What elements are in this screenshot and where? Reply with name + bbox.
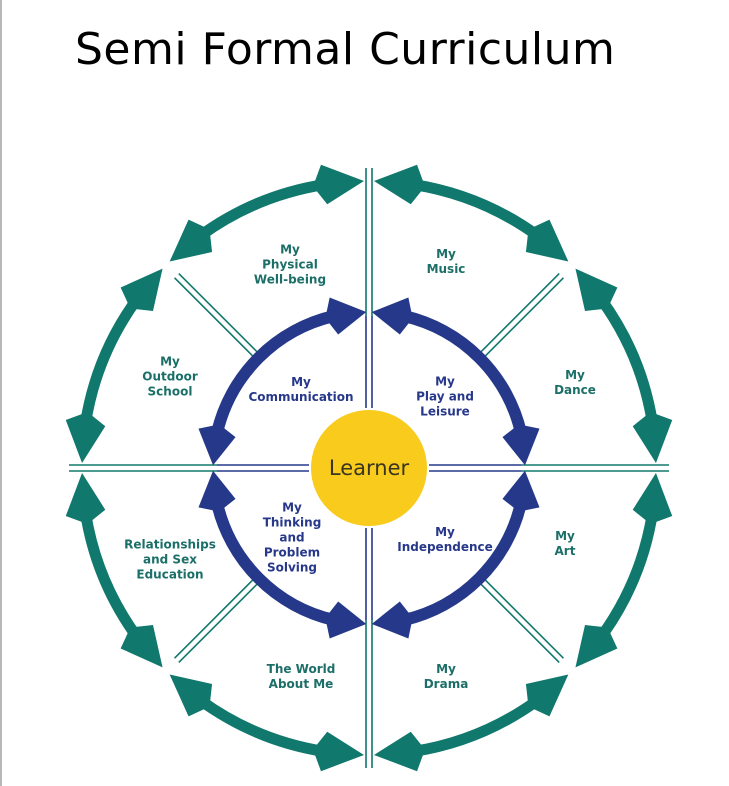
outer-arrow-arc [596, 512, 658, 640]
outer-divider-line [178, 272, 260, 355]
inner-arrow-arrowhead-icon [198, 424, 236, 466]
outer-arrow-arrowhead-icon [525, 219, 569, 262]
inner-area-independence: My Independence [397, 525, 493, 554]
outer-arrow-arc [413, 179, 541, 241]
inner-arrow-arc [211, 501, 336, 626]
inner-arrow-arrowhead-icon [371, 297, 413, 335]
inner-area-thinking-problem-solving: My Thinking and Problem Solving [262, 500, 322, 575]
outer-divider-line [478, 581, 560, 664]
outer-divider-line [173, 277, 256, 359]
outer-arrow-arrowhead-icon [313, 731, 364, 772]
outer-arrow-arc [413, 695, 541, 757]
inner-arrow-arrowhead-icon [325, 297, 367, 335]
inner-area-communication: My Communication [248, 375, 354, 404]
outer-area-dance: My Dance [554, 368, 596, 397]
outer-arrow-arrowhead-icon [525, 674, 569, 717]
outer-area-art: My Art [554, 529, 576, 558]
outer-arrow-arrowhead-icon [575, 268, 618, 312]
outer-area-physical-wellbeing: My Physical Well-being [253, 242, 327, 287]
outer-divider-line [178, 581, 260, 664]
outer-arrow-arrowhead-icon [632, 412, 673, 463]
learner-circle [311, 410, 427, 526]
outer-arrow-arc [596, 296, 658, 424]
inner-arrow-arrowhead-icon [502, 424, 540, 466]
outer-arrow-arrowhead-icon [120, 268, 163, 312]
outer-divider-line [478, 272, 560, 355]
outer-arrow-arrowhead-icon [374, 164, 425, 205]
inner-arrow-arc [211, 310, 336, 435]
outer-arrow-arrowhead-icon [169, 219, 213, 262]
outer-arrow-arrowhead-icon [575, 624, 618, 668]
outer-arrow-arrowhead-icon [65, 473, 106, 524]
outer-arrow-arrowhead-icon [313, 164, 364, 205]
outer-arrow-arrowhead-icon [169, 674, 213, 717]
outer-arrow-arrowhead-icon [374, 731, 425, 772]
outer-area-outdoor-school: My Outdoor School [142, 354, 198, 399]
outer-arrow-arc [80, 512, 142, 640]
inner-arrow-arrowhead-icon [502, 470, 540, 512]
outer-arrow-arc [197, 179, 325, 241]
outer-arrow-arrowhead-icon [65, 412, 106, 463]
outer-arrow-arc [197, 695, 325, 757]
outer-divider-line [173, 577, 256, 659]
inner-arrow-arrowhead-icon [198, 470, 236, 512]
inner-area-play-leisure: My Play and Leisure [416, 374, 474, 419]
outer-arrow-arrowhead-icon [632, 473, 673, 524]
outer-area-music: My Music [426, 247, 466, 276]
outer-arrow-arrowhead-icon [120, 624, 163, 668]
learner-label: Learner [328, 456, 410, 480]
outer-divider-line [482, 577, 565, 659]
page-title: Semi Formal Curriculum [75, 24, 616, 75]
outer-arrow-arc [80, 296, 142, 424]
outer-divider-line [482, 277, 565, 359]
outer-area-relationships-sex-education: Relationships and Sex Education [124, 537, 216, 582]
inner-arrow-arrowhead-icon [371, 601, 413, 639]
inner-arrow-arc [402, 310, 527, 435]
outer-area-drama: My Drama [423, 662, 469, 691]
outer-area-world-about-me: The World About Me [266, 662, 336, 691]
inner-arrow-arrowhead-icon [325, 601, 367, 639]
inner-arrow-arc [402, 501, 527, 626]
